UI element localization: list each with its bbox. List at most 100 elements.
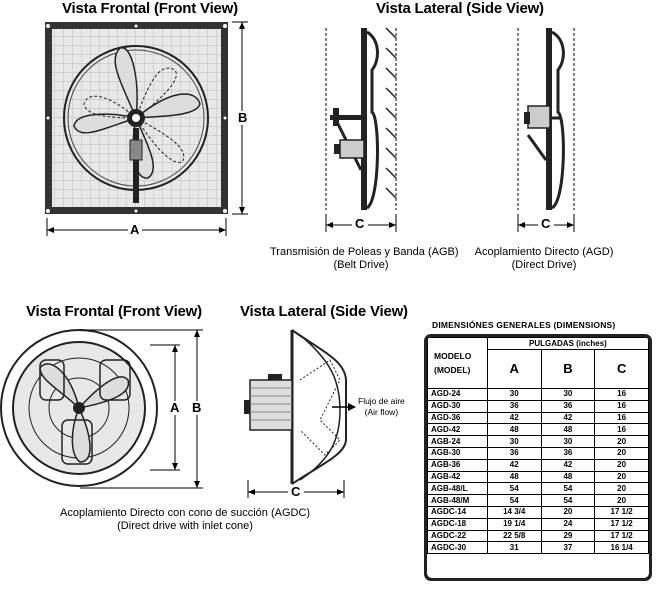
model-cell: AGDC-30 — [427, 541, 488, 555]
c-cell: 20 — [594, 482, 649, 496]
inlet-cone-caption-line1: Acoplamiento Directo con cono de succión… — [60, 507, 311, 519]
b-cell: 29 — [540, 529, 596, 543]
c-cell: 16 — [594, 388, 649, 401]
b-cell: 24 — [540, 517, 596, 531]
model-cell: AGDC-14 — [427, 505, 488, 519]
a-cell: 54 — [486, 482, 542, 496]
top-dim-b-label: B — [238, 110, 248, 125]
a-cell: 31 — [486, 541, 542, 555]
bottom-side-view-title: Vista Lateral (Side View) — [240, 303, 408, 320]
bottom-dim-c-label: C — [291, 484, 301, 499]
a-cell: 22 5/8 — [486, 529, 542, 543]
c-cell: 16 — [594, 423, 649, 437]
b-cell: 48 — [540, 470, 596, 484]
model-cell: AGD-24 — [427, 388, 488, 401]
c-cell: 17 1/2 — [594, 529, 649, 543]
c-cell: 17 1/2 — [594, 517, 649, 531]
a-cell: 42 — [486, 411, 542, 425]
airflow-label: Flujo de aire (Air flow) — [358, 396, 405, 418]
b-cell: 42 — [540, 411, 596, 425]
belt-drive-caption-line2: (Belt Drive) — [333, 259, 389, 271]
model-cell: AGB-48/L — [427, 482, 488, 496]
direct-drive-caption-line2: (Direct Drive) — [511, 259, 577, 271]
model-cell: AGD-42 — [427, 423, 488, 437]
a-cell: 36 — [486, 446, 542, 460]
model-cell: AGB-42 — [427, 470, 488, 484]
a-cell: 48 — [486, 423, 542, 437]
a-cell: 36 — [486, 399, 542, 413]
b-cell: 48 — [540, 423, 596, 437]
col-c-header: C — [594, 349, 649, 389]
a-cell: 42 — [486, 458, 542, 472]
c-cell: 16 — [594, 399, 649, 413]
dimensions-table: MODELO (MODEL) PULGADAS (inches) A B C A… — [427, 337, 649, 555]
top-front-view-title: Vista Frontal (Front View) — [62, 0, 238, 17]
airflow-label-line2: (Air flow) — [364, 407, 399, 417]
model-cell: AGDC-22 — [427, 529, 488, 543]
c-cell: 20 — [594, 435, 649, 448]
dimensions-table-title: DIMENSIÓNES GENERALES (DIMENSIONS) — [432, 320, 616, 330]
col-b-header: B — [540, 349, 596, 389]
direct-drive-caption-line1: Acoplamiento Directo (AGD) — [474, 246, 614, 258]
bottom-dim-a-label: A — [170, 400, 180, 415]
airflow-label-line1: Flujo de aire — [358, 396, 405, 406]
a-cell: 30 — [486, 435, 542, 448]
c-cell: 20 — [594, 458, 649, 472]
inlet-cone-caption-line2: (Direct drive with inlet cone) — [117, 520, 253, 532]
belt-drive-caption: Transmisión de Poleas y Banda (AGB) (Bel… — [270, 246, 459, 272]
top-dim-c-direct-label: C — [541, 216, 551, 231]
b-cell: 30 — [540, 435, 596, 448]
model-column-header: MODELO (MODEL) — [427, 337, 488, 389]
c-cell: 17 1/2 — [594, 505, 649, 519]
bottom-dim-b-label: B — [192, 400, 202, 415]
model-cell: AGD-36 — [427, 411, 488, 425]
model-cell: AGD-30 — [427, 399, 488, 413]
c-cell: 16 — [594, 411, 649, 425]
b-cell: 36 — [540, 446, 596, 460]
a-cell: 30 — [486, 388, 542, 401]
bottom-front-view-title: Vista Frontal (Front View) — [26, 303, 202, 320]
model-cell: AGB-36 — [427, 458, 488, 472]
top-dim-c-belt-label: C — [355, 216, 365, 231]
model-cell: AGB-24 — [427, 435, 488, 448]
inlet-cone-caption: Acoplamiento Directo con cono de succión… — [60, 507, 310, 533]
b-cell: 36 — [540, 399, 596, 413]
col-a-header: A — [486, 349, 542, 389]
a-cell: 14 3/4 — [486, 505, 542, 519]
c-cell: 20 — [594, 494, 649, 507]
b-cell: 54 — [540, 482, 596, 496]
model-header-line2: (MODEL) — [434, 365, 471, 375]
c-cell: 16 1/4 — [594, 541, 649, 555]
c-cell: 20 — [594, 470, 649, 484]
model-cell: AGB-30 — [427, 446, 488, 460]
model-cell: AGDC-18 — [427, 517, 488, 531]
top-side-view-title: Vista Lateral (Side View) — [376, 0, 544, 17]
c-cell: 20 — [594, 446, 649, 460]
a-cell: 54 — [486, 494, 542, 507]
b-cell: 42 — [540, 458, 596, 472]
dimensions-table-frame: MODELO (MODEL) PULGADAS (inches) A B C A… — [424, 334, 652, 581]
a-cell: 19 1/4 — [486, 517, 542, 531]
b-cell: 30 — [540, 388, 596, 401]
b-cell: 54 — [540, 494, 596, 507]
b-cell: 37 — [540, 541, 596, 555]
direct-drive-caption: Acoplamiento Directo (AGD) (Direct Drive… — [474, 246, 614, 272]
top-dim-a-label: A — [130, 222, 140, 237]
units-header: PULGADAS (inches) — [486, 337, 649, 350]
